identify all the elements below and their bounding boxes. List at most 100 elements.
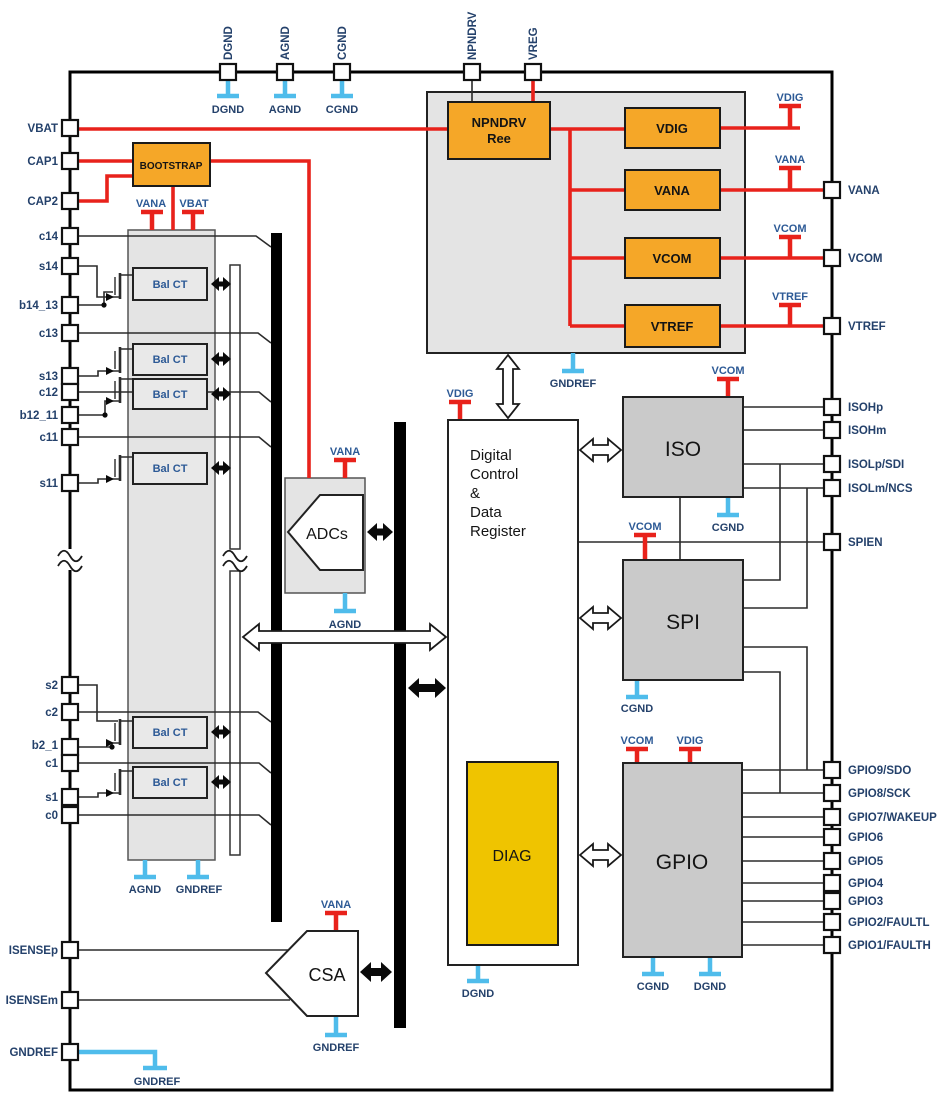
digital-title-line: Data — [470, 504, 502, 521]
csa-title: CSA — [308, 965, 345, 985]
left-pin-label: b14_13 — [19, 300, 58, 312]
bal-ct-block-4 — [132, 452, 208, 485]
right-pin-label: GPIO7/WAKEUP — [848, 812, 937, 824]
left-pin-label: ISENSEm — [6, 995, 58, 1007]
pin-agnd — [275, 62, 295, 82]
rail-label: VANA — [136, 198, 166, 210]
rail-label: VANA — [775, 154, 805, 166]
ground-label: DGND — [462, 988, 494, 1000]
ground-label: GNDREF — [313, 1042, 360, 1054]
rail-label: VBAT — [179, 198, 208, 210]
left-pin-label: s2 — [45, 680, 58, 692]
pin-cgnd — [332, 62, 352, 82]
bal-ct-title: Bal CT — [153, 777, 188, 789]
right-pin-label: SPIEN — [848, 537, 883, 549]
left-pin-label: c0 — [45, 810, 58, 822]
ground-label: CGND — [712, 522, 744, 534]
right-pin-label: GPIO5 — [848, 856, 884, 868]
balance-bus-lower — [229, 570, 241, 856]
rail-label: VDIG — [447, 388, 474, 400]
ldo-title-vtref: VTREF — [651, 319, 694, 334]
ground-label: CGND — [637, 981, 669, 993]
rail-label: VDIG — [677, 735, 704, 747]
right-pin-label: VANA — [848, 185, 880, 197]
bal-ct-title: Bal CT — [153, 463, 188, 475]
top-pin-label: AGND — [280, 26, 292, 60]
bal-ct-block-5 — [132, 716, 208, 749]
iso-title: ISO — [665, 438, 701, 461]
digital-title-line: Register — [470, 523, 526, 540]
left-pin-label: b12_11 — [20, 410, 59, 422]
rail-label: VCOM — [621, 735, 654, 747]
digital-title-line: & — [470, 485, 480, 502]
right-pin-label: VTREF — [848, 321, 886, 333]
ground-label: AGND — [329, 619, 361, 631]
edge-break-mask — [63, 549, 77, 570]
bal-ct-block-3 — [132, 378, 208, 410]
ldo-title-vdig: VDIG — [656, 121, 688, 136]
ground-label: AGND — [129, 884, 161, 896]
left-pin-label: c12 — [39, 387, 58, 399]
filled-bus-arrows — [211, 277, 446, 982]
left-pin-label: CAP2 — [27, 196, 58, 208]
left-pin-label: c1 — [45, 758, 58, 770]
left-pin-label: VBAT — [28, 123, 58, 135]
bal-ct-title: Bal CT — [153, 354, 188, 366]
vcom-ldo-block — [624, 237, 721, 279]
pin-dgnd — [218, 62, 238, 82]
rail-label: VCOM — [629, 521, 662, 533]
right-pin-label: GPIO6 — [848, 832, 883, 844]
break-squiggles — [57, 549, 248, 573]
ground-label: AGND — [269, 104, 301, 116]
balance-bus-upper — [229, 264, 241, 550]
adcs-block — [286, 494, 364, 571]
rail-label: VCOM — [774, 223, 807, 235]
left-pin-label: c11 — [39, 432, 58, 444]
left-pin-label: GNDREF — [9, 1047, 58, 1059]
diag-title: DIAG — [492, 848, 531, 865]
bootstrap-title: BOOTSTRAP — [140, 161, 203, 172]
bal-ct-block-1 — [132, 267, 208, 301]
right-pin-label: ISOHm — [848, 425, 886, 437]
gpio-title: GPIO — [656, 851, 709, 874]
spi-title: SPI — [666, 611, 700, 634]
interface-wires — [578, 406, 824, 946]
right-pin-label: VCOM — [848, 253, 883, 265]
left-pin-label: b2_1 — [32, 740, 59, 752]
left-pin-label: s11 — [39, 478, 58, 490]
analog-bus — [271, 233, 282, 922]
regulator-title: NPNDRV — [472, 115, 527, 130]
rail-label: VTREF — [772, 291, 808, 303]
mosfet-source-arrows — [101, 293, 115, 797]
left-pin-label: c13 — [39, 328, 58, 340]
right-pin-label: GPIO1/FAULTH — [848, 940, 931, 952]
left-pin-label: c14 — [39, 231, 59, 243]
ground-taps — [78, 80, 739, 1071]
rail-label: VCOM — [712, 365, 745, 377]
ldo-title-vcom: VCOM — [653, 251, 692, 266]
rail-label: VANA — [330, 446, 360, 458]
left-pin-label: CAP1 — [27, 156, 58, 168]
top-pin-label: DGND — [223, 26, 235, 60]
right-pin-label: ISOLp/SDI — [848, 459, 904, 471]
regulator-subtitle: Ree — [487, 131, 511, 146]
digital-title-line: Control — [470, 466, 518, 483]
left-pin-label: s14 — [39, 261, 59, 273]
vdig-ldo-block — [624, 107, 721, 149]
ground-label: DGND — [212, 104, 244, 116]
top-pins — [218, 62, 543, 82]
pin-npndrv — [462, 62, 482, 82]
ground-label: GNDREF — [550, 378, 597, 390]
ground-label: CGND — [326, 104, 358, 116]
left-pin-label: ISENSEp — [9, 945, 58, 957]
left-pin-label: s13 — [39, 371, 58, 383]
right-pins — [822, 180, 842, 955]
cell-frontend-panel — [127, 229, 216, 861]
digital-title-line: Digital — [470, 447, 512, 464]
bootstrap-block — [132, 142, 211, 187]
iso-block — [622, 396, 744, 498]
open-bus-arrows — [241, 353, 623, 868]
supply-wires — [78, 80, 826, 478]
top-pin-label: NPNDRV — [467, 11, 479, 60]
